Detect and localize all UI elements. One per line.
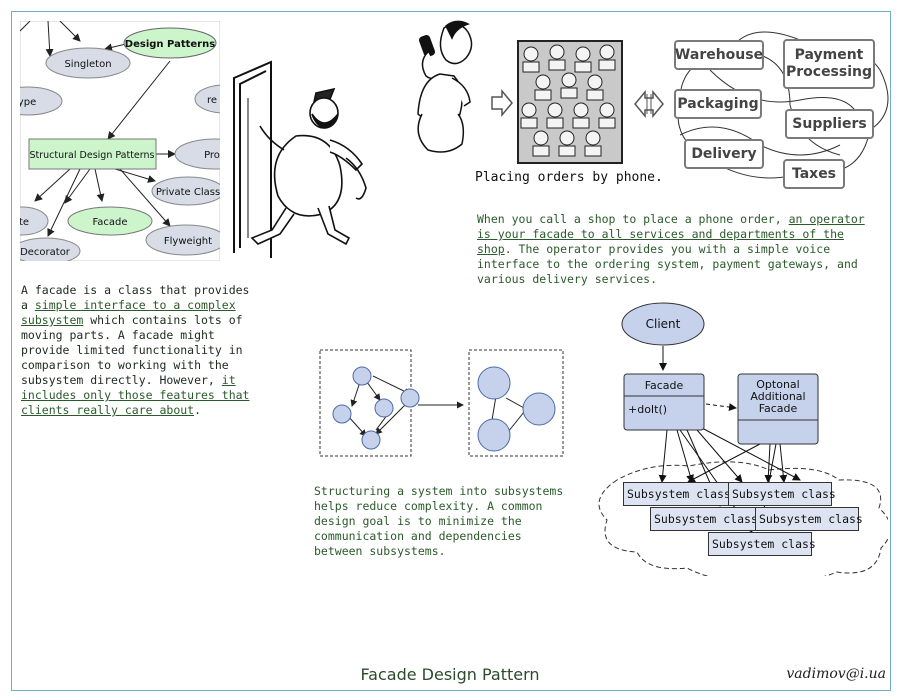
service-delivery: Delivery [684,139,764,169]
phone-text-p3: . The operator provides you with a simpl… [504,242,831,256]
phone-text-link1: an operator [788,212,865,226]
phone-text-p4: interface to the ordering system, paymen… [477,257,858,271]
bidirectional-arrow-icon [634,89,664,119]
node-pro [174,138,220,170]
facade-text-l1: A facade is a class that provides [21,283,250,297]
node-facade-label: Facade [92,217,127,228]
node-singleton [45,47,131,79]
node-prototype [20,86,63,116]
author-email: vadimov@i.ua [786,666,886,682]
service-payment-processing: Payment Processing [783,39,875,89]
phone-description: When you call a shop to place a phone or… [477,197,865,287]
service-payment-label: Payment Processing [785,47,873,80]
facade-text-l6: comparison to working with the [21,358,229,372]
facade-text-link5: clients really care about [21,403,195,417]
facade-text-l9: . [194,403,202,417]
facade-description: A facade is a class that provides a simp… [21,268,249,418]
page-frame [11,11,891,691]
structuring-l4: communication and dependencies [314,529,522,543]
service-delivery-label: Delivery [691,145,757,162]
node-design-patterns [123,27,217,59]
facade-text-link4: includes only those features that [21,388,250,402]
service-packaging: Packaging [674,89,762,119]
node-te [20,206,49,236]
service-taxes-label: Taxes [791,165,837,182]
uml-optional-facade-class [737,373,819,445]
node-decorator-label: Decorator [20,247,71,258]
subsystem-class-5: Subsystem class [708,532,816,556]
facade-text-l7a: subsystem directly. However, [21,373,222,387]
node-flyweight-label: Flyweight [164,236,212,247]
service-warehouse-label: Warehouse [674,46,764,63]
node-re [194,84,220,114]
service-warehouse: Warehouse [674,40,764,70]
node-private-class [151,176,220,206]
node-flyweight [145,224,220,256]
node-facade [67,206,153,236]
structuring-description: Structuring a system into subsystems hel… [314,469,563,559]
facade-text-l4: moving parts. A facade might [21,328,215,342]
subsystems-diagram [319,349,564,457]
facade-text-link3: it [221,373,236,387]
phone-text-link3: shop [477,242,505,256]
subsystem-class-3: Subsystem class [650,507,758,531]
design-patterns-map: Singleton otype Design Patterns re Struc… [20,21,220,261]
uml-facade-class [623,373,705,431]
phone-text-p5: various delivery services. [477,272,658,286]
node-structural-label: Structural Design Patterns [30,150,155,161]
structuring-l3: design goal is to minimize the [314,514,522,528]
subsystem-class-2: Subsystem class [728,482,836,506]
operators-crowd-image [517,40,623,164]
uml-facade-method: +doIt() [628,403,667,416]
node-decorator [20,237,81,261]
structuring-l5: between subsystems. [314,544,446,558]
facade-text-l3: which contains lots of [83,313,243,327]
uml-facade-label: Facade [645,379,684,392]
node-singleton-label: Singleton [64,59,111,70]
service-suppliers-label: Suppliers [792,115,867,132]
facade-text-link2: subsystem [21,313,84,327]
structuring-l1: Structuring a system into subsystems [314,484,564,498]
node-private-class-label: Private Class [156,187,220,198]
door-illustration [233,60,367,258]
arrow-to-operators-icon [491,89,513,117]
subsystem-class-4: Subsystem class [755,507,863,531]
uml-client-label: Client [646,317,681,331]
node-structural [28,138,157,170]
uml-optional-l3: Facade [759,402,798,415]
uml-optional-l2: Additional [750,390,805,403]
uml-optional-l1: Optonal [756,378,799,391]
facade-text-l5: provide limited functionality in [21,343,243,357]
node-design-patterns-label: Design Patterns [125,39,215,50]
node-pro-label: Pro [204,150,220,161]
page-title: Facade Design Pattern [360,665,540,684]
node-re-label: re [207,95,217,106]
phone-caption: Placing orders by phone. [475,170,663,185]
structuring-l2: helps reduce complexity. A common [314,499,543,513]
node-te-label: te [20,217,29,228]
phone-text-link2: is your facade to all services and depar… [477,227,844,241]
service-taxes: Taxes [783,159,845,189]
phone-operator-illustration [417,20,473,153]
service-suppliers: Suppliers [785,109,874,139]
uml-client [621,302,705,346]
facade-text-link1: simple interface to a complex [34,298,236,312]
facade-text-l2a: a [21,298,35,312]
subsystem-class-1: Subsystem class [623,482,731,506]
service-packaging-label: Packaging [677,95,759,112]
node-prototype-label: otype [20,97,36,108]
phone-text-p1: When you call a shop to place a phone or… [477,212,789,226]
